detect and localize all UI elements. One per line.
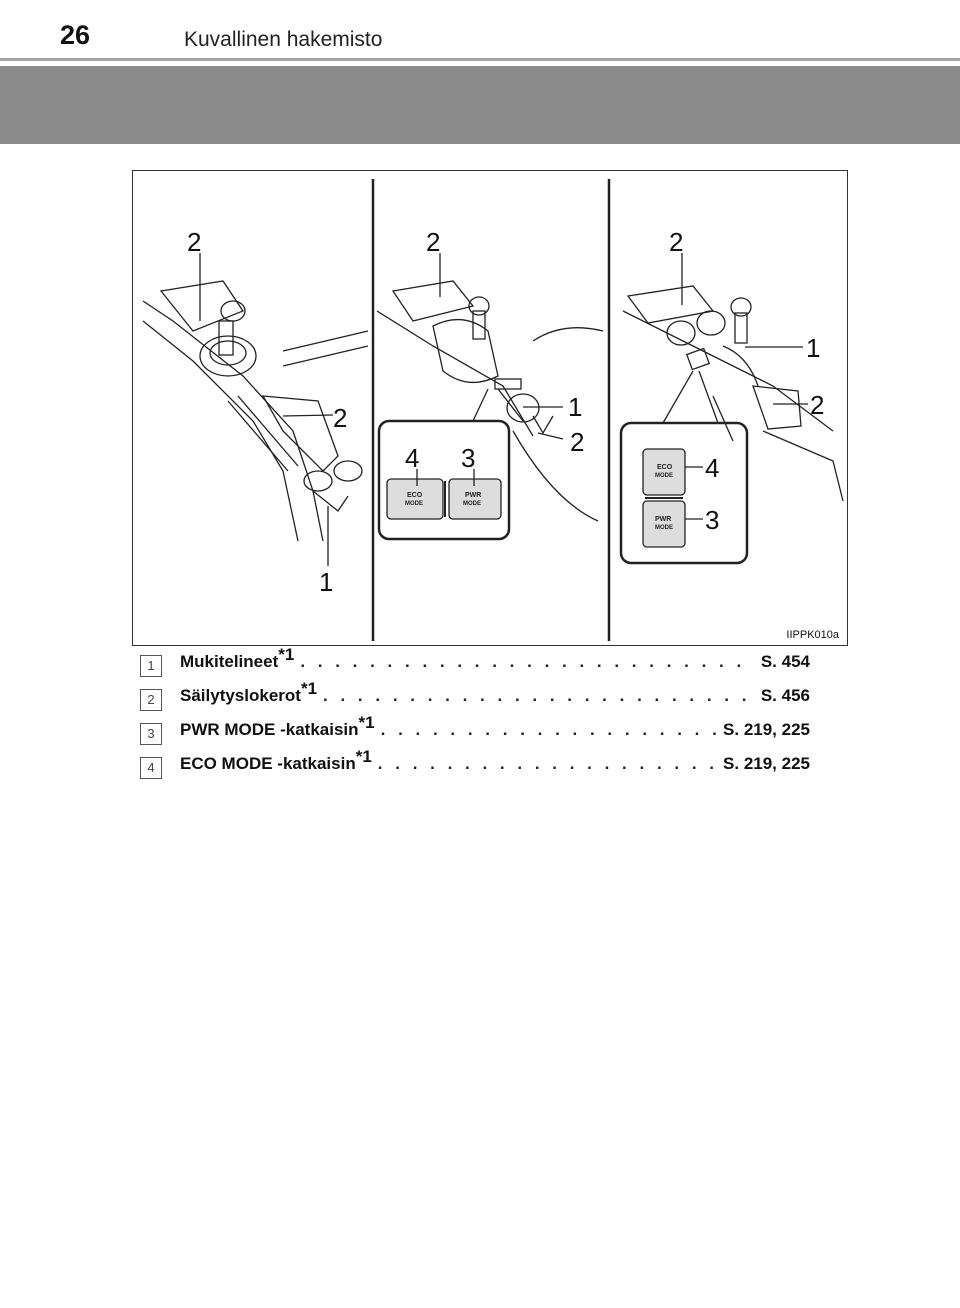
callout-number: 2 (187, 227, 201, 257)
eco-button-label: ECO (407, 492, 423, 499)
footnote-marker: *1 (358, 713, 375, 732)
legend-number: 1 (140, 655, 162, 677)
callout-number: 2 (669, 227, 683, 257)
pwr-button-label: PWR (655, 516, 671, 523)
legend-label: Mukitelineet (180, 652, 279, 671)
callout-number: 2 (333, 403, 347, 433)
console-illustration: 2 2 1 ECO MODE PWR MODE (132, 170, 848, 646)
eco-button-sublabel: MODE (405, 501, 423, 507)
legend-item: 4 ECO MODE -katkaisin *1 . . . . . . . .… (140, 747, 820, 788)
left-panel-drawing (142, 280, 369, 542)
right-panel-inset: ECO MODE PWR MODE (619, 370, 749, 565)
callout-number: 2 (810, 390, 824, 420)
page-reference-link[interactable]: S. 456 (760, 686, 810, 705)
leader-dots: . . . . . . . . . . . . . . . . . . . . … (300, 652, 755, 671)
pwr-button-sublabel: MODE (463, 501, 481, 507)
legend-number: 2 (140, 689, 162, 711)
footnote-marker: *1 (355, 747, 372, 766)
image-code: IIPPK010a (786, 629, 839, 641)
right-panel-drawing (622, 285, 844, 502)
legend-list: 1 Mukitelineet *1 . . . . . . . . . . . … (140, 645, 820, 788)
page-number: 26 (60, 20, 91, 50)
legend-label: Säilytyslokerot (180, 686, 301, 705)
leader-dots: . . . . . . . . . . . . . . . . . . . . … (377, 754, 717, 773)
leader-dots: . . . . . . . . . . . . . . . . . . . . … (380, 720, 717, 739)
legend-number: 4 (140, 757, 162, 779)
eco-button-sublabel: MODE (655, 473, 673, 479)
callout-number: 2 (570, 427, 584, 457)
gray-banner (0, 66, 960, 144)
section-title: Kuvallinen hakemisto (184, 28, 383, 51)
legend-item: 3 PWR MODE -katkaisin *1 . . . . . . . .… (140, 713, 820, 754)
leader-dots: . . . . . . . . . . . . . . . . . . . . … (323, 686, 755, 705)
page-header: 26 Kuvallinen hakemisto (0, 0, 960, 60)
callout-number: 3 (461, 443, 475, 473)
middle-panel-drawing (376, 280, 604, 522)
header-divider (0, 58, 960, 61)
legend-label: PWR MODE -katkaisin (180, 720, 359, 739)
callout-number: 1 (806, 333, 820, 363)
footnote-marker: *1 (300, 679, 318, 698)
right-panel-callouts: 2 1 2 4 3 (669, 227, 824, 535)
legend-number: 3 (140, 723, 162, 745)
legend-item: 2 Säilytyslokerot *1 . . . . . . . . . .… (140, 679, 820, 720)
callout-number: 1 (568, 392, 582, 422)
middle-panel-inset: ECO MODE PWR MODE (377, 388, 524, 541)
callout-number: 4 (705, 453, 719, 483)
page-reference-link[interactable]: S. 454 (760, 652, 810, 671)
legend-item: 1 Mukitelineet *1 . . . . . . . . . . . … (140, 645, 820, 686)
pwr-button-sublabel: MODE (655, 525, 673, 531)
illustration-svg: 2 2 1 ECO MODE PWR MODE (142, 179, 844, 641)
pwr-button-label: PWR (465, 492, 481, 499)
callout-number: 3 (705, 505, 719, 535)
left-panel-callouts: 2 2 1 (187, 227, 347, 597)
middle-panel-callouts: 2 1 2 4 3 (405, 227, 584, 473)
footnote-marker: *1 (278, 645, 295, 664)
page-reference-link[interactable]: S. 219, 225 (723, 720, 810, 739)
page-reference-link[interactable]: S. 219, 225 (723, 754, 810, 773)
callout-number: 2 (426, 227, 440, 257)
eco-button-label: ECO (657, 464, 673, 471)
legend-label: ECO MODE -katkaisin (180, 754, 356, 773)
callout-number: 1 (319, 567, 333, 597)
callout-number: 4 (405, 443, 419, 473)
